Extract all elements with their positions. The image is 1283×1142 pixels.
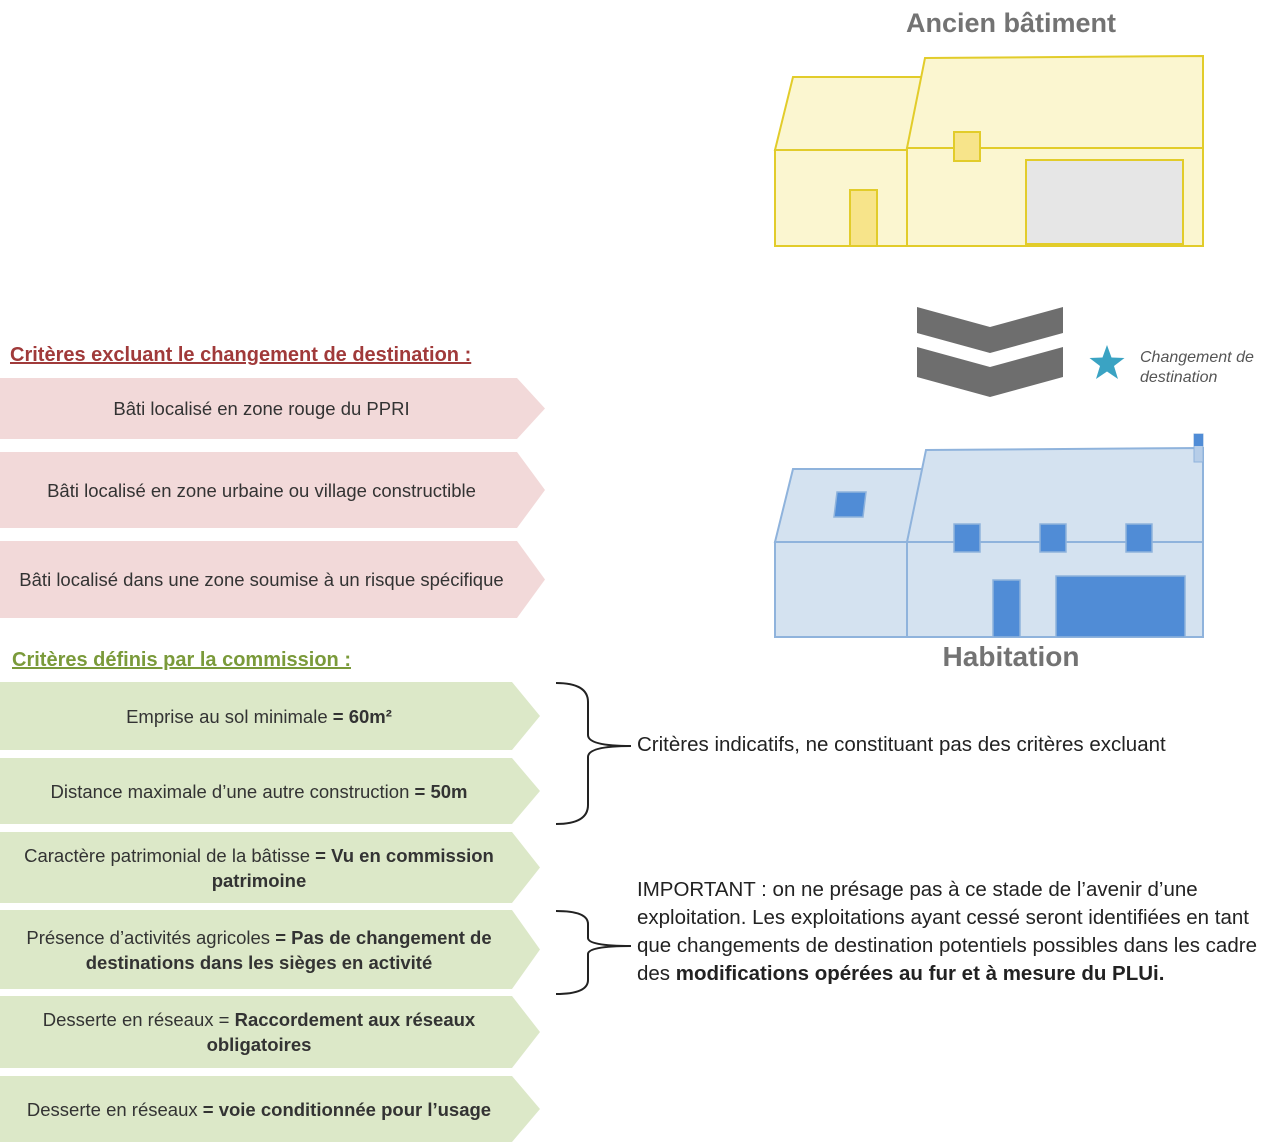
chevron-down-icon: [917, 307, 1063, 353]
house-window: [1125, 523, 1153, 553]
important-note: IMPORTANT : on ne présage pas à ce stade…: [637, 878, 1257, 985]
house-window: [1039, 523, 1067, 553]
exclusion-criterion: Bâti localisé en zone rouge du PPRI: [0, 378, 545, 439]
old-building-barn-door: [1025, 159, 1184, 245]
indicative-note: Critères indicatifs, ne constituant pas …: [637, 733, 1166, 756]
old-building-window: [953, 131, 981, 162]
commission-criterion: Distance maximale d’une autre constructi…: [0, 758, 540, 824]
commission-criterion: Caractère patrimonial de la bâtisse = Vu…: [0, 832, 540, 903]
house-window: [953, 523, 981, 553]
old-building-illustration: [773, 54, 1204, 247]
legend-label: Changement de destination: [1140, 349, 1254, 386]
old-building-door: [849, 189, 878, 247]
commission-criterion: Emprise au sol minimale = 60m²: [0, 682, 540, 750]
star-icon: [1089, 345, 1125, 379]
commission-heading: Critères définis par la commission :: [12, 649, 351, 671]
brace-important: [555, 910, 632, 995]
commission-criterion: Desserte en réseaux = Raccordement aux r…: [0, 996, 540, 1068]
house-door: [992, 579, 1021, 638]
roof-window: [833, 491, 867, 518]
exclusion-heading: Critères excluant le changement de desti…: [10, 344, 472, 366]
transformation-chevrons: [917, 307, 1063, 397]
house-garage: [1055, 575, 1186, 638]
house-illustration: [773, 433, 1204, 638]
brace-indicative: [555, 682, 632, 825]
chevron-down-icon: [917, 347, 1063, 397]
commission-criterion: Présence d’activités agricoles = Pas de …: [0, 910, 540, 989]
commission-criterion: Desserte en réseaux = voie conditionnée …: [0, 1076, 540, 1142]
old-building-title: Ancien bâtiment: [905, 8, 1117, 38]
exclusion-criterion: Bâti localisé dans une zone soumise à un…: [0, 541, 545, 618]
exclusion-criterion: Bâti localisé en zone urbaine ou village…: [0, 452, 545, 528]
house-title: Habitation: [942, 641, 1080, 672]
